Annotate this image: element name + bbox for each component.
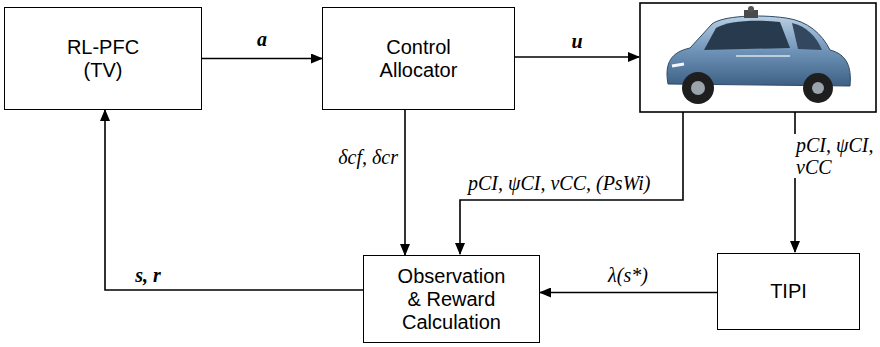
box-text: TIPI bbox=[770, 280, 807, 303]
state-wire bbox=[460, 112, 683, 254]
signal-arrow bbox=[202, 58, 322, 60]
signal-label: pCI, ψCI, vCC bbox=[794, 134, 876, 178]
signal-arrow bbox=[540, 292, 717, 294]
signal-arrow bbox=[105, 110, 363, 290]
observation-box: Observation & Reward Calculation bbox=[363, 255, 540, 343]
allocator-box: Control Allocator bbox=[322, 7, 515, 110]
signal-label: a bbox=[255, 28, 269, 50]
box-text: Observation & Reward Calculation bbox=[391, 265, 513, 334]
signal-arrow bbox=[404, 110, 406, 255]
signal-label: s, r bbox=[133, 264, 163, 286]
box-text: RL-PFC (TV) bbox=[56, 36, 151, 82]
control-wire bbox=[515, 56, 639, 58]
state-wire bbox=[794, 112, 796, 252]
signal-label: pCI, ψCI, vCC, (PsWi) bbox=[466, 172, 652, 194]
controller-box: RL-PFC (TV) bbox=[4, 7, 202, 110]
estimator-box: TIPI bbox=[717, 253, 860, 330]
signal-label: u bbox=[569, 30, 584, 52]
vehicle-illustration bbox=[667, 6, 850, 104]
vehicle-frame bbox=[640, 3, 876, 112]
signal-label: δcf, δcr bbox=[336, 146, 400, 168]
box-text: Control Allocator bbox=[364, 36, 474, 82]
signal-label: λ(s*) bbox=[606, 264, 650, 286]
